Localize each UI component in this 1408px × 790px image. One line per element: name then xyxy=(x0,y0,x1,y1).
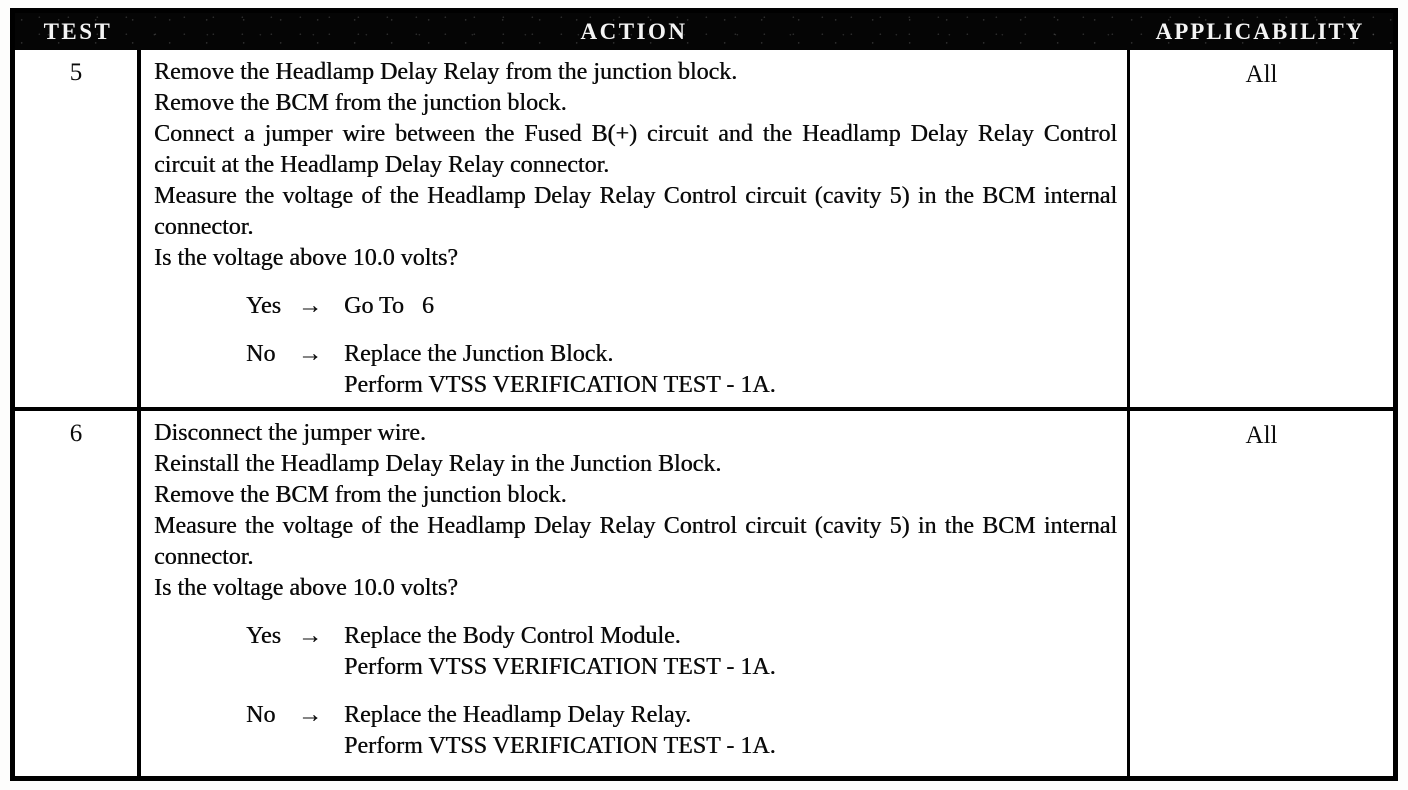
table-row-test-6: 6 Disconnect the jumper wire. Reinstall … xyxy=(15,407,1393,776)
decision-row-no: No → Replace the Headlamp Delay Relay. P… xyxy=(246,700,1117,762)
decision-label: Yes xyxy=(246,293,281,319)
action-paragraph: Measure the voltage of the Headlamp Dela… xyxy=(154,513,1117,570)
test-number-cell: 5 xyxy=(15,50,141,407)
action-paragraph: Remove the BCM from the junction block. xyxy=(154,482,567,508)
decision-line: Go To 6 xyxy=(344,293,434,319)
decision-line: Perform VTSS VERIFICATION TEST - 1A. xyxy=(344,372,776,398)
action-paragraph: Remove the BCM from the junction block. xyxy=(154,90,567,116)
action-cell: Remove the Headlamp Delay Relay from the… xyxy=(141,50,1130,407)
action-cell: Disconnect the jumper wire. Reinstall th… xyxy=(141,411,1130,776)
decision-line: Perform VTSS VERIFICATION TEST - 1A. xyxy=(344,733,776,759)
action-paragraph: Reinstall the Headlamp Delay Relay in th… xyxy=(154,451,722,477)
applicability-cell: All xyxy=(1245,422,1278,449)
table-row-test-5: 5 Remove the Headlamp Delay Relay from t… xyxy=(15,50,1393,407)
decision-label: No xyxy=(246,702,276,728)
right-arrow-icon: → xyxy=(298,702,322,728)
header-cell-action: ACTION xyxy=(580,18,688,44)
decision-text: Go To 6 xyxy=(344,291,1117,322)
test-number-cell: 6 xyxy=(15,411,141,776)
decision-label: Yes xyxy=(246,623,281,649)
action-paragraph: Is the voltage above 10.0 volts? xyxy=(154,575,458,601)
decision-text: Replace the Body Control Module. Perform… xyxy=(344,621,1117,683)
decision-row-no: No → Replace the Junction Block. Perform… xyxy=(246,339,1117,401)
right-arrow-icon: → xyxy=(298,623,322,649)
applicability-cell: All xyxy=(1245,61,1278,88)
header-cell-applicability: APPLICABILITY xyxy=(1155,18,1365,44)
decision-line: Perform VTSS VERIFICATION TEST - 1A. xyxy=(344,654,776,680)
diagnostic-test-table: TEST ACTION APPLICABILITY 5 Remove the H… xyxy=(10,8,1398,781)
decision-row-yes: Yes → Go To 6 xyxy=(246,291,1117,322)
action-paragraph: Measure the voltage of the Headlamp Dela… xyxy=(154,183,1117,240)
decision-label: No xyxy=(246,341,276,367)
action-paragraph: Connect a jumper wire between the Fused … xyxy=(154,121,1117,178)
decision-text: Replace the Headlamp Delay Relay. Perfor… xyxy=(344,700,1117,762)
action-paragraph: Is the voltage above 10.0 volts? xyxy=(154,245,458,271)
decision-row-yes: Yes → Replace the Body Control Module. P… xyxy=(246,621,1117,683)
right-arrow-icon: → xyxy=(298,293,322,319)
decision-text: Replace the Junction Block. Perform VTSS… xyxy=(344,339,1117,401)
action-paragraph: Disconnect the jumper wire. xyxy=(154,420,426,446)
header-cell-test: TEST xyxy=(43,18,113,44)
decision-line: Replace the Junction Block. xyxy=(344,341,614,367)
action-paragraph: Remove the Headlamp Delay Relay from the… xyxy=(154,59,738,85)
right-arrow-icon: → xyxy=(298,341,322,367)
table-header-row: TEST ACTION APPLICABILITY xyxy=(15,13,1393,50)
decision-line: Replace the Headlamp Delay Relay. xyxy=(344,702,691,728)
decision-line: Replace the Body Control Module. xyxy=(344,623,681,649)
